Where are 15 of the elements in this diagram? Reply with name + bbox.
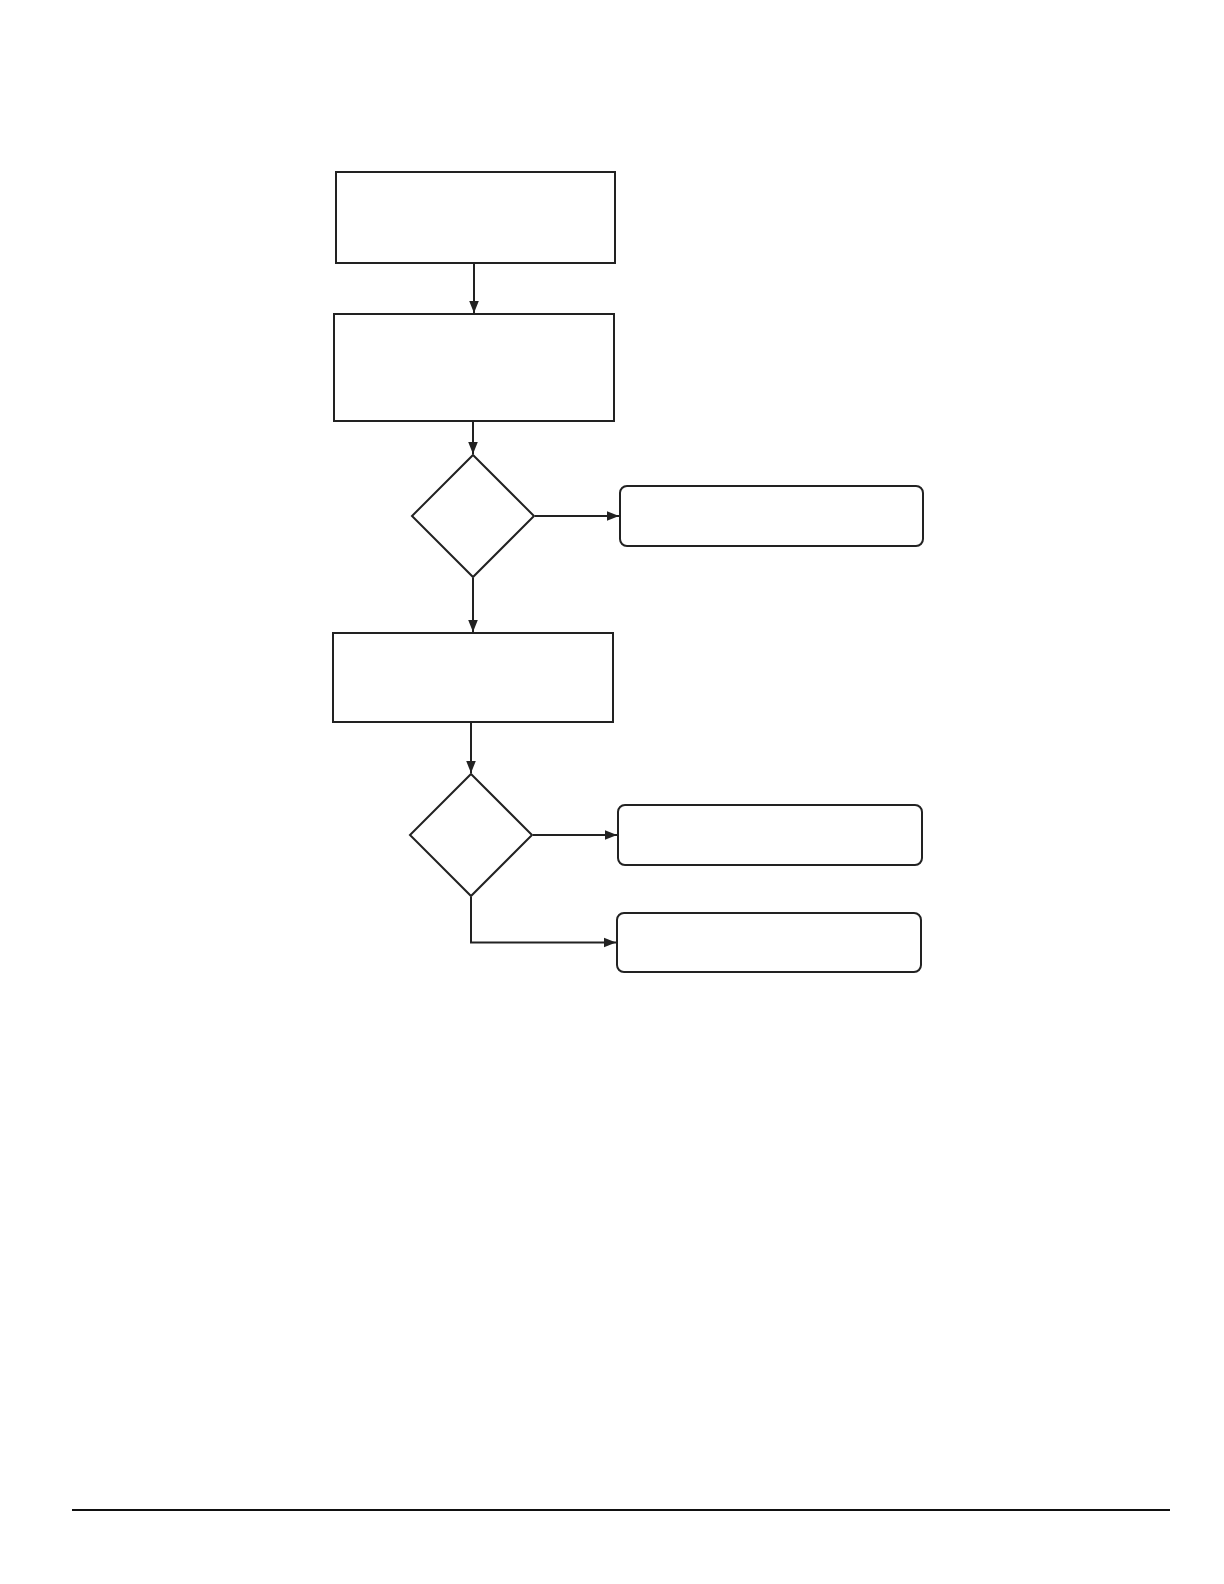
rounded-process-box	[616, 912, 922, 973]
process-box	[335, 171, 616, 264]
arrow	[534, 511, 620, 521]
arrow	[470, 896, 617, 948]
decision-diamond	[411, 454, 535, 578]
arrow	[466, 722, 476, 774]
process-box	[332, 632, 614, 723]
rounded-process-box	[619, 485, 924, 547]
arrow	[468, 421, 478, 455]
arrow	[468, 577, 478, 633]
arrow	[469, 263, 479, 314]
arrow	[532, 830, 618, 840]
decision-diamond	[409, 773, 533, 897]
rounded-process-box	[617, 804, 923, 866]
process-box	[333, 313, 615, 422]
